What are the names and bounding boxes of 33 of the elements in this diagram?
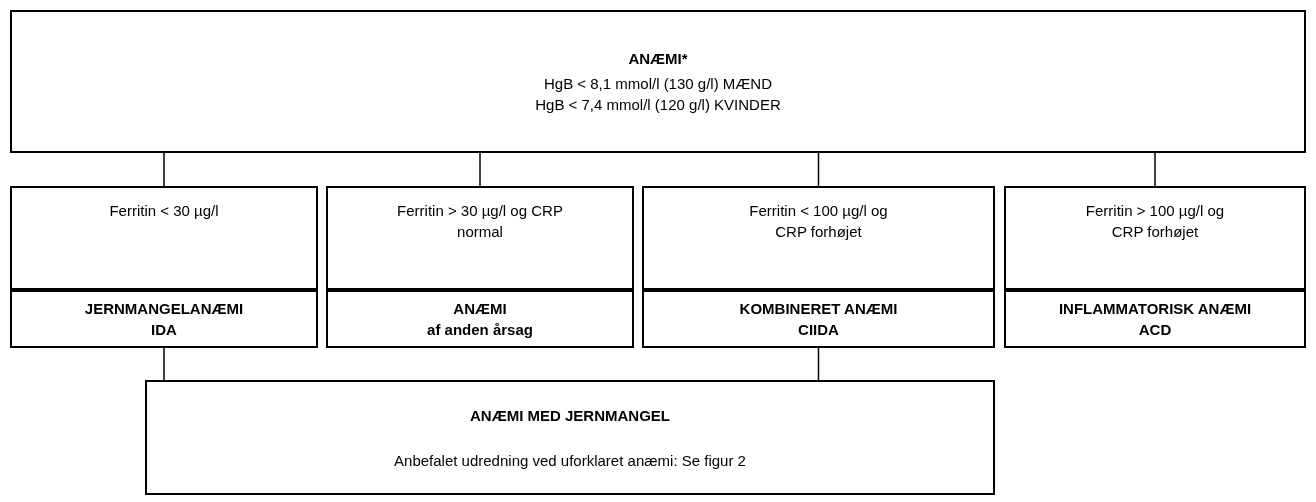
node-text: CIIDA <box>798 320 839 340</box>
node-text: Ferritin < 30 µg/l <box>109 201 219 221</box>
connector-line <box>817 152 820 187</box>
connector-line <box>1154 152 1156 187</box>
diagnosis-box <box>326 290 634 348</box>
diagnosis-box <box>642 290 995 348</box>
node-text: JERNMANGELANÆMI <box>84 299 244 319</box>
process-box <box>10 10 1306 153</box>
criteria-box <box>642 186 995 290</box>
node-text: IDA <box>151 320 177 340</box>
criteria-box <box>326 186 634 290</box>
node-text: Ferritin > 100 µg/l og CRP forhøjet <box>1084 201 1226 242</box>
node-text: HgB < 7,4 mmol/l (120 g/l) KVINDER <box>535 95 781 115</box>
node-text: KOMBINERET ANÆMI <box>739 299 898 319</box>
node-text: ANÆMI MED JERNMANGEL <box>470 405 670 426</box>
node-text: Ferritin > 30 µg/l og CRP normal <box>396 201 564 242</box>
node-text: ANÆMI* <box>628 49 688 69</box>
node-text: Ferritin < 100 µg/l og CRP forhøjet <box>748 201 889 242</box>
node-text: ACD <box>1138 320 1172 340</box>
connector-line <box>817 347 820 381</box>
connector-line <box>163 347 165 381</box>
diagnosis-box <box>10 290 318 348</box>
criteria-box <box>1004 186 1306 290</box>
diagnosis-box <box>1004 290 1306 348</box>
process-box <box>145 380 995 495</box>
node-text: af anden årsag <box>427 320 533 340</box>
node-text: HgB < 8,1 mmol/l (130 g/l) MÆND <box>544 74 772 94</box>
criteria-box <box>10 186 318 290</box>
connector-line <box>479 152 481 187</box>
node-text: Anbefalet udredning ved uforklaret anæmi: Se figur 2 <box>394 450 746 471</box>
node-text: ANÆMI <box>453 299 507 319</box>
node-text: INFLAMMATORISK ANÆMI <box>1058 299 1252 319</box>
connector-line <box>163 152 165 187</box>
